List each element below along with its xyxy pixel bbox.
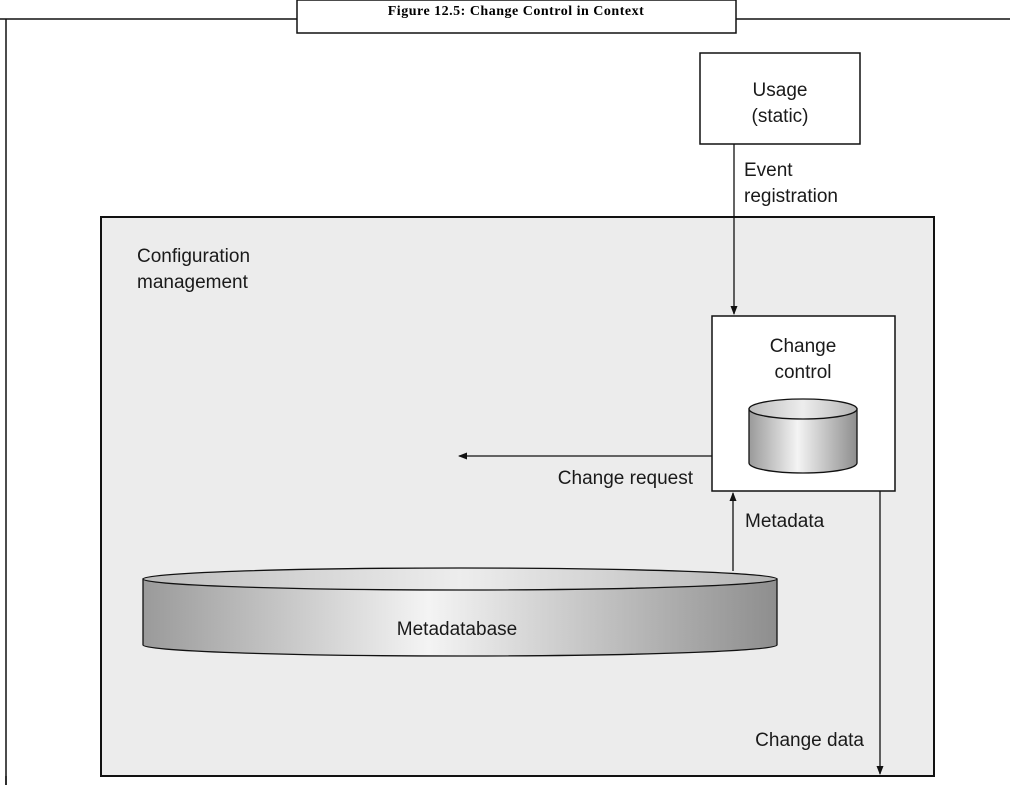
change-control-label-line2: control bbox=[774, 362, 831, 383]
usage-label-line2: (static) bbox=[752, 106, 809, 127]
event-registration-label-line2: registration bbox=[744, 186, 838, 207]
figure-caption: Figure 12.5: Change Control in Context bbox=[388, 4, 644, 19]
change-request-label: Change request bbox=[558, 468, 694, 489]
figure-caption-box: Figure 12.5: Change Control in Context bbox=[296, 0, 737, 34]
metadata-label: Metadata bbox=[745, 511, 825, 532]
change-control-label-line1: Change bbox=[770, 336, 837, 357]
configuration-management-panel bbox=[100, 216, 935, 777]
metadatabase-cylinder bbox=[142, 567, 778, 657]
usage-label-line1: Usage bbox=[753, 80, 808, 101]
configuration-management-label-line1: Configuration bbox=[137, 246, 250, 267]
configuration-management-label-line2: management bbox=[137, 272, 249, 293]
event-registration-label-line1: Event bbox=[744, 160, 793, 181]
metadatabase-label: Metadatabase bbox=[397, 619, 517, 640]
usage-box bbox=[699, 52, 861, 145]
change-control-database-icon bbox=[748, 398, 858, 474]
change-data-label: Change data bbox=[755, 730, 864, 751]
figure-frame bbox=[0, 18, 1010, 785]
